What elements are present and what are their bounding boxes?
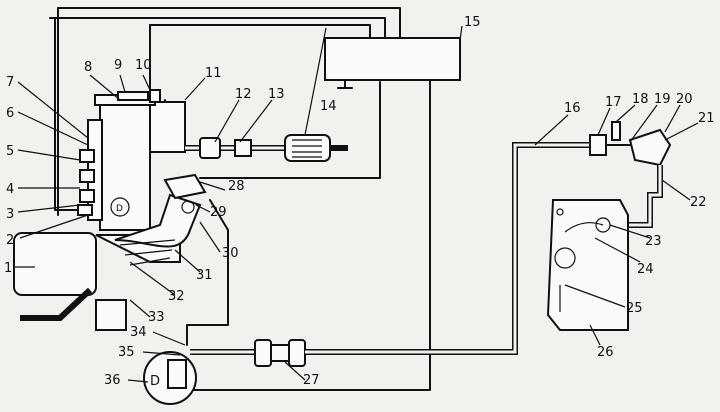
callout-19: 19 — [654, 92, 671, 107]
callout-17: 17 — [605, 95, 622, 110]
callout-7: 7 — [6, 75, 14, 90]
callout-26: 26 — [597, 345, 614, 360]
callout-3: 3 — [6, 207, 14, 222]
callout-20: 20 — [676, 92, 693, 107]
callout-34: 34 — [130, 325, 147, 340]
callout-24: 24 — [637, 262, 654, 277]
callout-23: 23 — [645, 234, 662, 249]
callout-11: 11 — [205, 66, 222, 81]
intake-system — [13, 193, 202, 331]
exhaust-system — [185, 134, 348, 162]
callout-labels: 1 2 3 4 5 6 7 8 9 10 11 12 13 14 15 16 1… — [4, 15, 715, 388]
engine-plug-icon — [110, 197, 130, 217]
callout-25: 25 — [626, 301, 643, 316]
callout-33: 33 — [148, 310, 165, 325]
callout-8: 8 — [84, 60, 92, 75]
callout-2: 2 — [6, 233, 14, 248]
air-filter — [13, 232, 97, 296]
fuel-filter — [190, 142, 595, 367]
callout-6: 6 — [6, 106, 14, 121]
wiring-harness — [49, 7, 431, 391]
callout-16: 16 — [564, 101, 581, 116]
callout-4: 4 — [6, 182, 14, 197]
callout-9: 9 — [114, 58, 122, 73]
ecu-box — [324, 37, 461, 81]
callout-35: 35 — [118, 345, 135, 360]
callout-21: 21 — [698, 111, 715, 126]
svg-text:D: D — [150, 374, 160, 389]
callout-10: 10 — [135, 58, 152, 73]
callout-29: 29 — [210, 205, 227, 220]
callout-27: 27 — [303, 373, 320, 388]
callout-18: 18 — [632, 92, 649, 107]
callout-1: 1 — [4, 261, 12, 276]
callout-13: 13 — [268, 87, 285, 102]
throttle-body — [163, 173, 207, 200]
callout-30: 30 — [222, 246, 239, 261]
leader-lines — [15, 25, 699, 383]
fuel-tank — [546, 199, 629, 331]
callout-14: 14 — [320, 99, 337, 114]
callout-5: 5 — [6, 144, 14, 159]
callout-28: 28 — [228, 179, 245, 194]
callout-36: 36 — [104, 373, 121, 388]
callout-31: 31 — [196, 268, 213, 283]
throttle-sensor — [181, 200, 195, 214]
engine-mark: D — [116, 204, 123, 214]
callout-15: 15 — [464, 15, 481, 30]
evap-canister-assembly — [589, 121, 672, 228]
fuel-pump-assembly: D — [143, 351, 197, 405]
top-sensor — [117, 91, 149, 101]
callout-22: 22 — [690, 195, 707, 210]
callout-32: 32 — [168, 289, 185, 304]
callout-12: 12 — [235, 87, 252, 102]
